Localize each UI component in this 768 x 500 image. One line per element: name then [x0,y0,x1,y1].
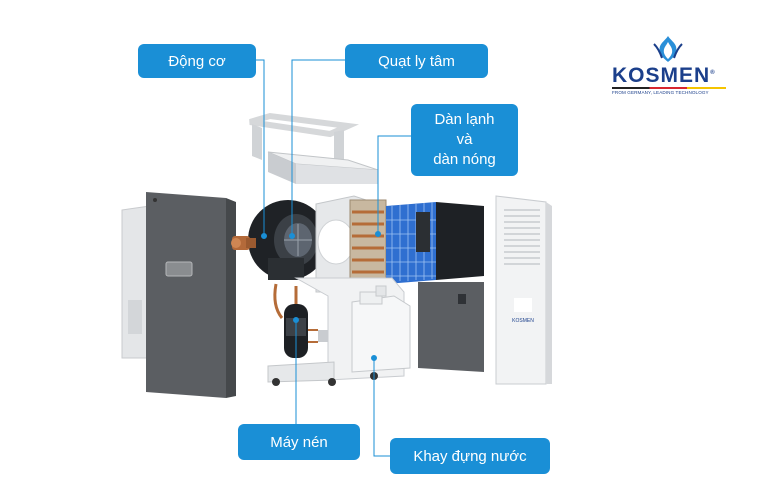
fan-housing [248,200,328,280]
label-centrifugal-fan: Quạt ly tâm [345,44,488,78]
coils-callout-line [377,135,411,234]
tray-callout-line [373,358,390,457]
brand-tagline: FROM GERMANY, LEADING TECHNOLOGY [612,90,709,95]
brand-color-stripe [612,87,726,89]
callout-lines [256,59,411,457]
coil-assembly [349,199,436,285]
fan-callout-line [291,59,345,236]
label-coils: Dàn lạnh và dàn nóng [411,104,518,176]
label-compressor-text: Máy nén [270,433,328,451]
brand-name: KOSMEN® [612,64,716,87]
water-tray [351,285,411,373]
front-panel-brand: KOSMEN [512,318,534,324]
top-cover [267,151,379,184]
black-side-panel [436,202,484,280]
top-frame [249,112,360,162]
front-door-panel [418,282,484,372]
label-compressor: Máy nén [238,424,360,460]
label-tray-text: Khay đựng nước [413,447,527,465]
label-motor-text: Động cơ [168,52,226,70]
brand-logo: KOSMEN® FROM GERMANY, LEADING TECHNOLOGY [612,34,732,106]
label-coils-line-1: Dàn lạnh [434,111,495,128]
label-water-tray: Khay đựng nước [390,438,550,474]
label-motor: Động cơ [138,44,256,78]
dark-rear-panel [146,192,236,398]
label-fan-text: Quạt ly tâm [378,52,455,70]
motor-callout-line [256,59,265,236]
flame-icon [653,36,683,62]
motor-coupling [231,236,256,250]
label-coils-line-2: và [456,131,473,148]
right-front-panel [495,195,552,385]
label-coils-line-3: dàn nóng [433,151,496,168]
